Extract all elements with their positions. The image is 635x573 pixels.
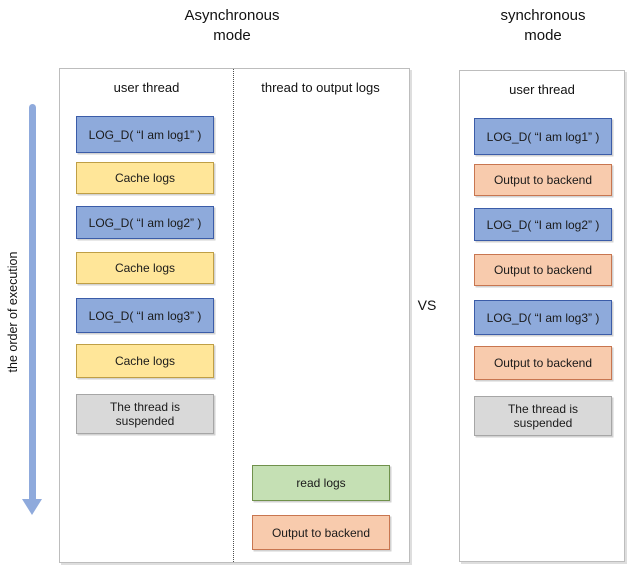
async-output-thread-header: thread to output logs [261,80,380,95]
execution-order-arrow-head-icon [22,499,42,515]
async-mode-title-line1: Asynchronous [184,7,280,24]
output-backend-box: Output to backend [474,164,612,196]
async-mode-title: Asynchronous mode [112,6,352,46]
sync-mode-title-line1: synchronous [500,7,586,24]
log-call-box: LOG_D( “I am log2” ) [474,208,612,241]
execution-order-arrow-shaft [29,104,36,500]
cache-logs-box: Cache logs [76,344,214,378]
read-logs-box: read logs [252,465,390,501]
sync-mode-title-line2: mode [524,27,562,44]
log-call-box: LOG_D( “I am log3” ) [474,300,612,335]
thread-divider-dotted-line [233,69,234,562]
execution-order-axis-label: the order of execution [6,251,20,373]
async-mode-panel: user thread thread to output logs LOG_D(… [59,68,410,563]
async-user-thread-header: user thread [113,80,180,95]
thread-suspended-box: The thread is suspended [76,394,214,434]
output-backend-box: Output to backend [474,346,612,380]
log-call-box: LOG_D( “I am log1” ) [474,118,612,155]
sync-user-thread-header: user thread [509,82,575,97]
output-backend-box: Output to backend [474,254,612,286]
sync-mode-title: synchronous mode [423,6,635,46]
cache-logs-box: Cache logs [76,162,214,194]
cache-logs-box: Cache logs [76,252,214,284]
output-backend-box: Output to backend [252,515,390,550]
async-mode-title-line2: mode [213,27,251,44]
vs-label: VS [417,297,437,313]
sync-mode-panel: user thread LOG_D( “I am log1” ) Output … [459,70,625,562]
log-call-box: LOG_D( “I am log3” ) [76,298,214,333]
log-call-box: LOG_D( “I am log2” ) [76,206,214,239]
thread-suspended-box: The thread is suspended [474,396,612,436]
log-call-box: LOG_D( “I am log1” ) [76,116,214,153]
